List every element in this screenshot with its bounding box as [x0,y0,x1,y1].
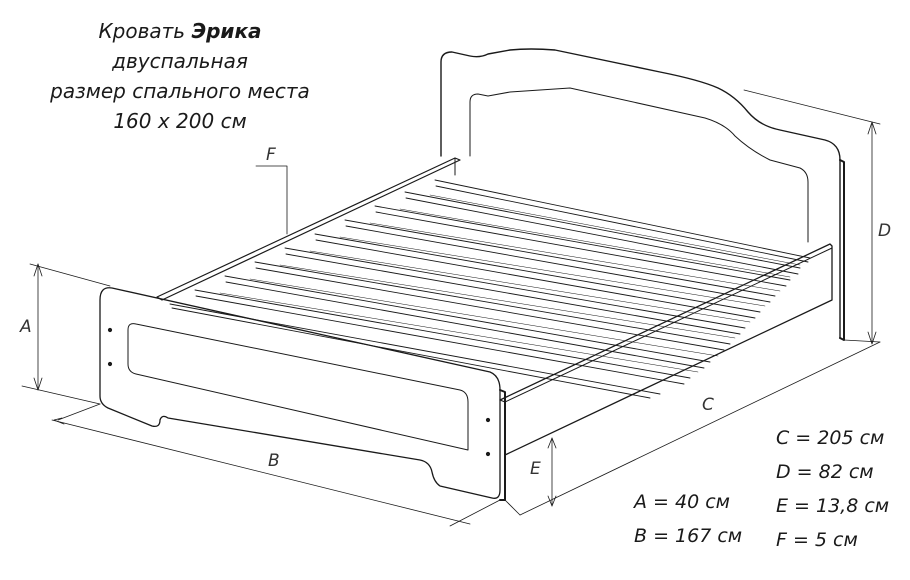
dim-label-c: C [702,395,714,415]
dimension-c [504,339,881,516]
dimension-f-leader [255,165,288,235]
dim-label-a: A [19,317,32,337]
dimension-a [21,263,111,405]
legend-right: C = 205 см D = 82 см E = 13,8 см F = 5 с… [776,421,889,557]
legend-d: D = 82 см [776,461,874,483]
title-line-1: Кровать Эрика [20,16,340,46]
legend-c: C = 205 см [776,427,885,449]
dim-label-f: F [266,145,276,165]
title-line-4: 160 x 200 см [113,109,247,133]
left-side-rail [156,157,461,301]
product-name: Эрика [191,19,262,43]
title-line-3: размер спального места [50,79,310,103]
legend-a: A = 40 см [634,491,730,513]
dimension-d [743,89,881,345]
dim-label-d: D [878,221,891,241]
dimension-e [547,437,557,507]
dim-label-e: E [530,459,541,479]
legend-f: F = 5 см [776,529,858,551]
dimension-b [51,403,501,527]
footboard [99,287,506,501]
legend-b: B = 167 см [634,525,743,547]
title-line-2: двуспальная [112,49,248,73]
title-block: Кровать Эрика двуспальная размер спально… [20,16,340,136]
headboard [440,48,845,341]
title-prefix: Кровать [98,19,192,43]
legend-e: E = 13,8 см [776,495,890,517]
dim-label-b: B [268,451,280,471]
legend-left: A = 40 см B = 167 см [634,485,742,553]
slats [169,179,811,399]
